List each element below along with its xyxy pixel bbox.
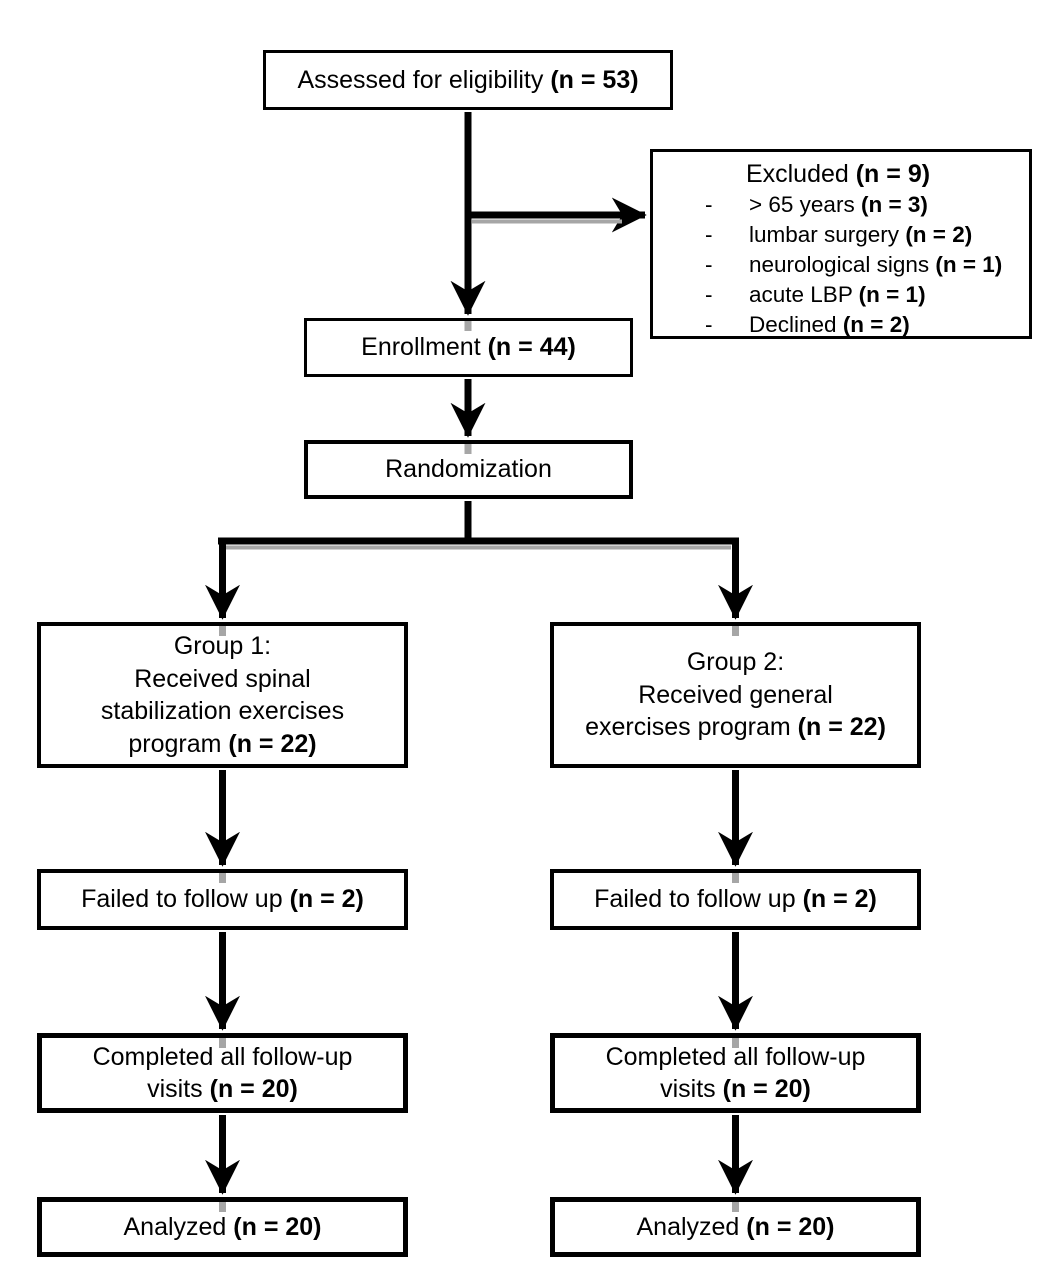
excluded-reason-label: Declined (n = 2)	[749, 312, 910, 337]
group2-label: Group 2: Received general exercises prog…	[585, 648, 886, 742]
analyzed-group1-label: Analyzed (n = 20)	[123, 1212, 322, 1241]
analyzed-group2-label: Analyzed (n = 20)	[636, 1212, 835, 1241]
box-failed-followup-group2: Failed to follow up (n = 2)	[550, 869, 921, 930]
box-analyzed-group2: Analyzed (n = 20)	[550, 1197, 921, 1257]
box-excluded: Excluded (n = 9) - > 65 years (n = 3) - lum…	[650, 149, 1032, 339]
arrow-to-excluded	[468, 197, 647, 233]
box-group1: Group 1: Received spinal stabilization e…	[37, 622, 408, 768]
completed-visits-group2-label: Completed all follow-up visits (n = 20)	[605, 1042, 866, 1104]
group1-label: Group 1: Received spinal stabilization e…	[100, 632, 345, 758]
box-completed-visits-group1: Completed all follow-up visits (n = 20)	[37, 1033, 408, 1113]
excluded-reason-list: - > 65 years (n = 3) - lumbar surgery (n = …	[653, 190, 1023, 340]
box-randomization: Randomization	[304, 440, 633, 499]
dash-bullet: -	[705, 282, 713, 307]
assessed-eligibility-label: Assessed for eligibility (n = 53)	[297, 65, 639, 94]
excluded-reason-item: - Declined (n = 2)	[705, 310, 1023, 340]
box-analyzed-group1: Analyzed (n = 20)	[37, 1197, 408, 1257]
completed-visits-group1-label: Completed all follow-up visits (n = 20)	[92, 1042, 353, 1104]
excluded-reason-label: lumbar surgery (n = 2)	[749, 222, 973, 247]
failed-followup-group1-label: Failed to follow up (n = 2)	[81, 885, 364, 914]
box-enrollment: Enrollment (n = 44)	[304, 318, 633, 377]
box-completed-visits-group2: Completed all follow-up visits (n = 20)	[550, 1033, 921, 1113]
box-group2: Group 2: Received general exercises prog…	[550, 622, 921, 768]
excluded-reason-item: - lumbar surgery (n = 2)	[705, 220, 1023, 250]
excluded-title: Excluded (n = 9)	[745, 160, 931, 188]
excluded-reason-item: - acute LBP (n = 1)	[705, 280, 1023, 310]
excluded-reason-label: acute LBP (n = 1)	[749, 282, 926, 307]
dash-bullet: -	[705, 222, 713, 247]
box-assessed-eligibility: Assessed for eligibility (n = 53)	[263, 50, 673, 110]
excluded-reason-item: - neurological signs (n = 1)	[705, 250, 1023, 280]
enrollment-label: Enrollment (n = 44)	[361, 333, 576, 362]
randomization-label: Randomization	[385, 455, 552, 484]
excluded-reason-label: neurological signs (n = 1)	[749, 252, 1003, 277]
excluded-reason-item: - > 65 years (n = 3)	[705, 190, 1023, 220]
randomization-split-bar	[218, 501, 739, 550]
dash-bullet: -	[705, 252, 713, 277]
dash-bullet: -	[705, 312, 713, 337]
failed-followup-group2-label: Failed to follow up (n = 2)	[594, 885, 877, 914]
dash-bullet: -	[705, 192, 713, 217]
excluded-reason-label: > 65 years (n = 3)	[749, 192, 928, 217]
box-failed-followup-group1: Failed to follow up (n = 2)	[37, 869, 408, 930]
